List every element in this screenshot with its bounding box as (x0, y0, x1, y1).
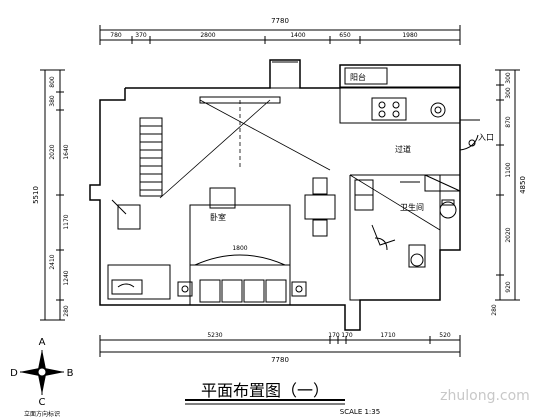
right-total-dimension: 4850 (519, 176, 527, 194)
watermark: zhulong.com (440, 388, 530, 404)
bottom-total-dimension: 7780 (271, 356, 289, 364)
bottom-dimension-segment: 170 (341, 332, 353, 339)
left-dimension-segment: 2020 (49, 144, 56, 159)
outer-walls (89, 59, 461, 331)
left-dimension-segment: 2410 (49, 254, 56, 269)
right-dimension-segment: 2020 (505, 227, 512, 242)
top-total-dimension: 7780 (271, 17, 289, 25)
left-dimensions (40, 69, 65, 321)
top-dimension-segment: 370 (135, 32, 147, 39)
balcony-label: 阳台 (350, 72, 366, 82)
bathroom (349, 174, 461, 301)
desk (111, 199, 141, 230)
top-dimension-segment: 1400 (290, 32, 305, 39)
left-dimension-segment: 1640 (63, 144, 70, 159)
light-cone (159, 99, 331, 199)
bottom-dimension-segment: 5230 (207, 332, 222, 339)
title-underline (185, 399, 345, 405)
double-bed (177, 187, 307, 306)
wardrobe (139, 117, 163, 197)
entrance-label: 入口 (478, 133, 494, 142)
corridor-label: 过道 (395, 144, 411, 154)
compass-label-b: B (67, 368, 74, 379)
dining-table (304, 177, 336, 237)
drawing-title: 平面布置图（一） (201, 381, 329, 400)
bottom-dimension-segment: 170 (328, 332, 340, 339)
compass-label-a: A (39, 337, 46, 348)
bottom-dimensions (99, 335, 461, 357)
kitchen-counter (339, 64, 461, 124)
top-dimension-segment: 780 (110, 32, 122, 39)
right-dimension-segment: 300 (505, 72, 512, 84)
left-dimension-segment: 800 (49, 76, 56, 88)
bedroom-label: 卧室 (210, 212, 226, 222)
balcony (199, 59, 301, 104)
right-dimension-segment: 920 (505, 281, 512, 293)
bottom-dimension-segment: 520 (439, 332, 451, 339)
entrance-door (459, 119, 480, 151)
corridor-line (349, 174, 441, 231)
right-dimension-segment: 280 (491, 304, 498, 316)
top-dimensions (99, 25, 461, 45)
left-dimension-segment: 1170 (63, 214, 70, 229)
left-dimension-segment: 380 (49, 95, 56, 107)
right-dimension-segment: 300 (505, 87, 512, 99)
top-dimension-segment: 2800 (200, 32, 215, 39)
sofa (107, 264, 171, 300)
top-dimension-segment: 1980 (402, 32, 417, 39)
right-dimension-segment: 1100 (505, 162, 512, 177)
top-dimension-segment: 650 (339, 32, 351, 39)
compass-label-d: D (10, 368, 18, 379)
right-dimension-segment: 870 (505, 116, 512, 128)
compass-caption: 立面方向标识 (24, 410, 60, 418)
bottom-dimension-segment: 1710 (380, 332, 395, 339)
compass-rose (20, 350, 64, 395)
left-dimension-segment: 1240 (63, 270, 70, 285)
bed-width-label: 1800 (232, 245, 247, 252)
compass-label-c: C (39, 397, 46, 408)
left-dimension-segment: 280 (63, 305, 70, 317)
bathroom-label: 卫生间 (400, 202, 424, 212)
left-total-dimension: 5510 (32, 186, 40, 204)
drawing-scale: SCALE 1:35 (340, 408, 380, 416)
right-dimensions (495, 69, 520, 301)
